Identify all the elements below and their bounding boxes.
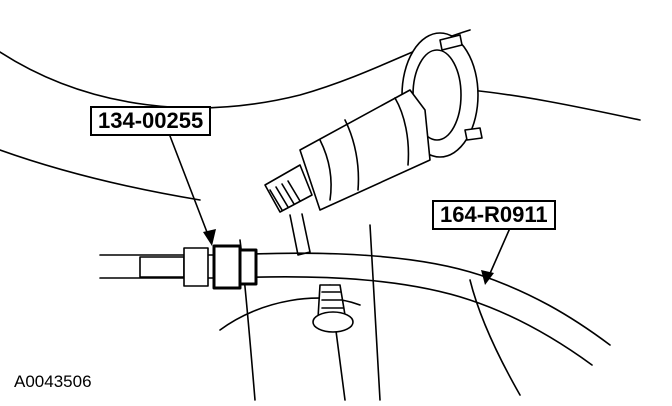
figure-id: A0043506 [14,372,92,391]
shock-tower-line [369,224,381,401]
spindle-ring-2 [344,119,360,191]
threaded-tip [264,164,313,213]
fitting-nut-1 [183,247,209,287]
spindle-ring-1 [394,97,410,166]
arrowhead-a [203,229,216,246]
spindle-ring-3 [319,139,332,201]
body-line-right [469,279,521,396]
callout-tool-134-00255: 134-00255 [90,106,212,136]
fitting-nut-3 [238,248,258,286]
brake-tube-bottom [99,276,593,366]
wheel-stud [439,34,463,51]
fitting-body [139,256,185,278]
callout-tool-164-r0911: 164-R0911 [432,200,556,230]
brake-bracket [289,213,311,256]
spindle [299,89,431,211]
tie-rod-end [312,311,354,333]
leader-a [169,135,211,241]
wheel-well-arc [219,297,361,331]
fender-curve-left [0,149,201,201]
wheel-stud-2 [464,127,483,141]
leader-b [487,227,511,279]
arrowhead-b [481,270,494,285]
fender-curve-right [469,89,641,121]
brake-tube-top [99,252,611,346]
fitting-nut-2 [212,244,242,290]
